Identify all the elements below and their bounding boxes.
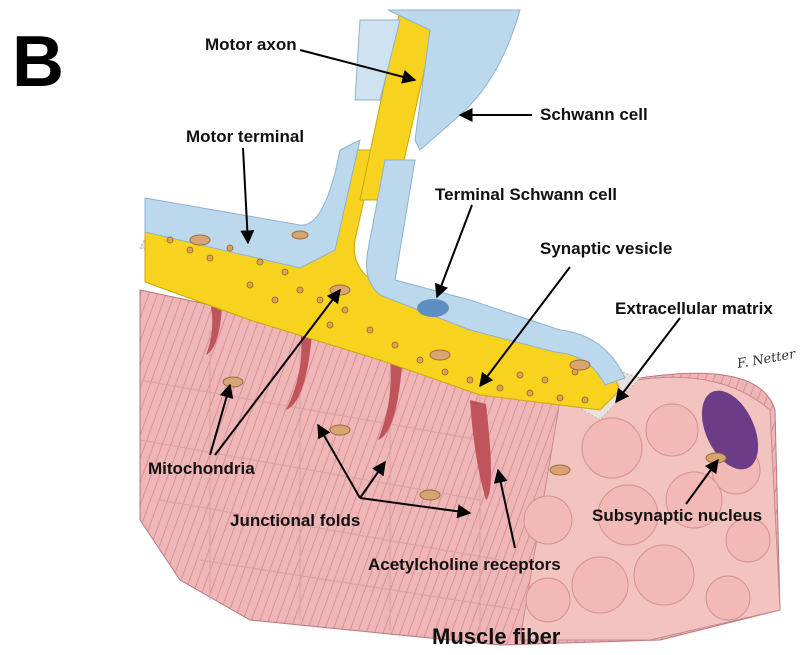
label-subsynaptic-nucleus: Subsynaptic nucleus	[592, 507, 762, 524]
label-mitochondria: Mitochondria	[148, 460, 255, 477]
label-schwann-cell: Schwann cell	[540, 106, 648, 123]
label-terminal-schwann-cell: Terminal Schwann cell	[435, 186, 617, 203]
arrow-terminal-schwann	[437, 205, 472, 297]
label-junctional-folds: Junctional folds	[230, 512, 360, 529]
panel-letter: B	[12, 26, 64, 98]
label-extracellular-matrix: Extracellular matrix	[615, 300, 773, 317]
label-motor-axon: Motor axon	[205, 36, 297, 53]
schwann-nucleus	[417, 299, 449, 317]
label-acetylcholine-receptors: Acetylcholine receptors	[368, 556, 561, 573]
label-muscle-fiber: Muscle fiber	[432, 626, 560, 648]
label-motor-terminal: Motor terminal	[186, 128, 304, 145]
label-synaptic-vesicle: Synaptic vesicle	[540, 240, 672, 257]
